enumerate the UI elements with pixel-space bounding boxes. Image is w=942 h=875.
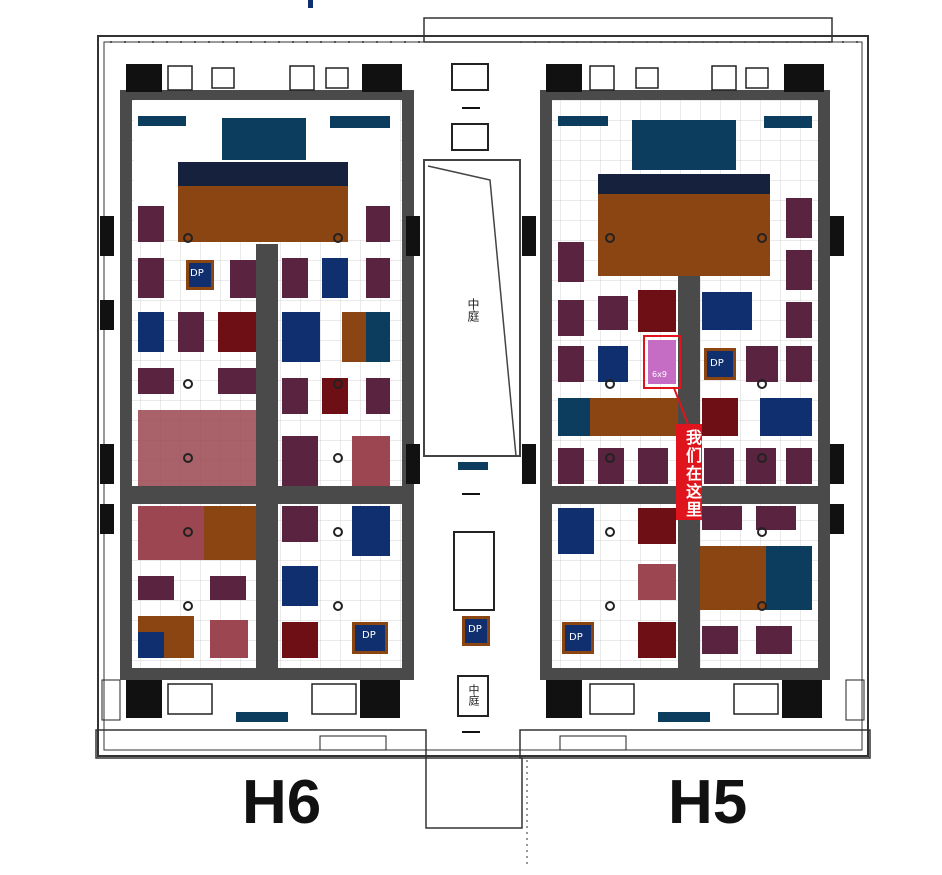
- atrium-label: 中庭: [466, 298, 480, 322]
- hall-h6: [120, 90, 414, 680]
- atrium-label-lower: 中庭: [467, 684, 480, 706]
- h5-entrances: [546, 64, 865, 751]
- h6-dp-booth-1: DP: [190, 268, 204, 279]
- our-booth: [648, 340, 676, 384]
- center-dp-booth: DP: [468, 624, 482, 635]
- you-are-here-marker: 我们在这里: [676, 424, 702, 520]
- h5-dp-booth-1: DP: [710, 358, 724, 369]
- h5-dp-booth-2: DP: [569, 632, 583, 643]
- hall-h5: [540, 90, 830, 680]
- side-walls: [100, 216, 844, 534]
- hall-label-h6: H6: [242, 768, 322, 837]
- building-shell: [95, 17, 871, 866]
- hall-label-h5: H5: [668, 768, 748, 837]
- our-booth-size: 6x9: [652, 370, 667, 379]
- h6-dp-booth-2: DP: [362, 630, 376, 641]
- h6-entrances: [101, 64, 402, 751]
- center-atrium: [423, 63, 521, 733]
- north-tick: [308, 0, 313, 8]
- our-booth-outline: [643, 335, 681, 389]
